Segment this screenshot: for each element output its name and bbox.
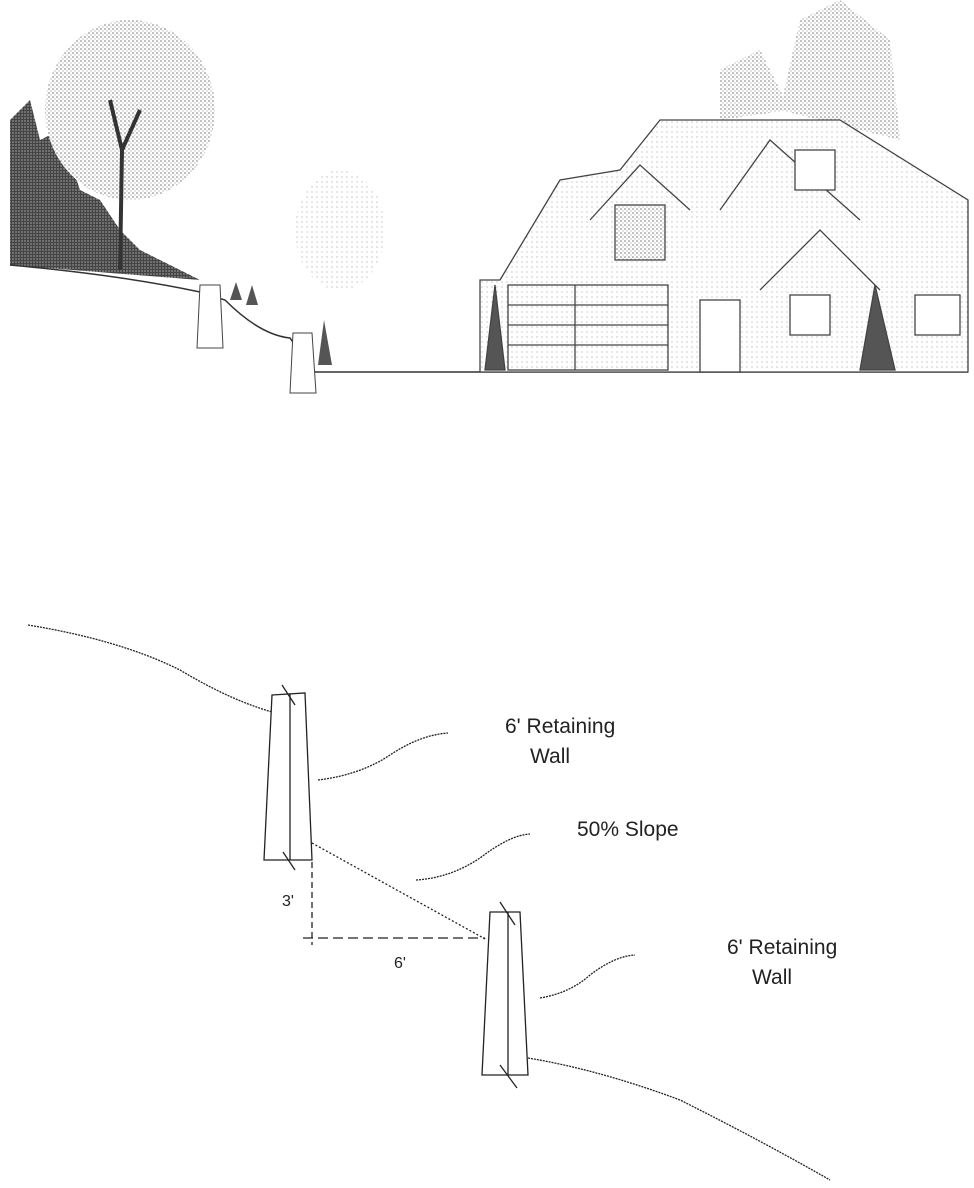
label-line: 6' Retaining — [727, 936, 838, 959]
lower-wall-label: 6' Retaining Wall — [727, 933, 837, 993]
section-diagram — [27, 624, 831, 1181]
lower-grade-line — [527, 1057, 831, 1181]
run-label: 6' — [394, 955, 406, 972]
upper-wall-illustration — [196, 284, 224, 349]
label-line: 6' Retaining — [505, 715, 616, 738]
slope-line — [311, 842, 488, 941]
upper-retaining-wall — [263, 684, 313, 871]
lower-retaining-wall — [481, 901, 529, 1089]
leader-slope — [415, 833, 531, 881]
label-line: Wall — [752, 966, 793, 989]
label-line: Wall — [530, 745, 571, 768]
house-illustration — [479, 0, 969, 373]
slope-label: 50% Slope — [577, 818, 679, 841]
lower-wall-illustration — [289, 332, 317, 394]
leader-upper-wall — [317, 732, 449, 781]
rise-label: 3' — [282, 893, 294, 910]
upper-grade-line — [27, 624, 273, 713]
leader-lower-wall — [539, 954, 636, 999]
tree-cluster-left — [10, 20, 385, 365]
upper-wall-label: 6' Retaining Wall — [505, 712, 615, 772]
